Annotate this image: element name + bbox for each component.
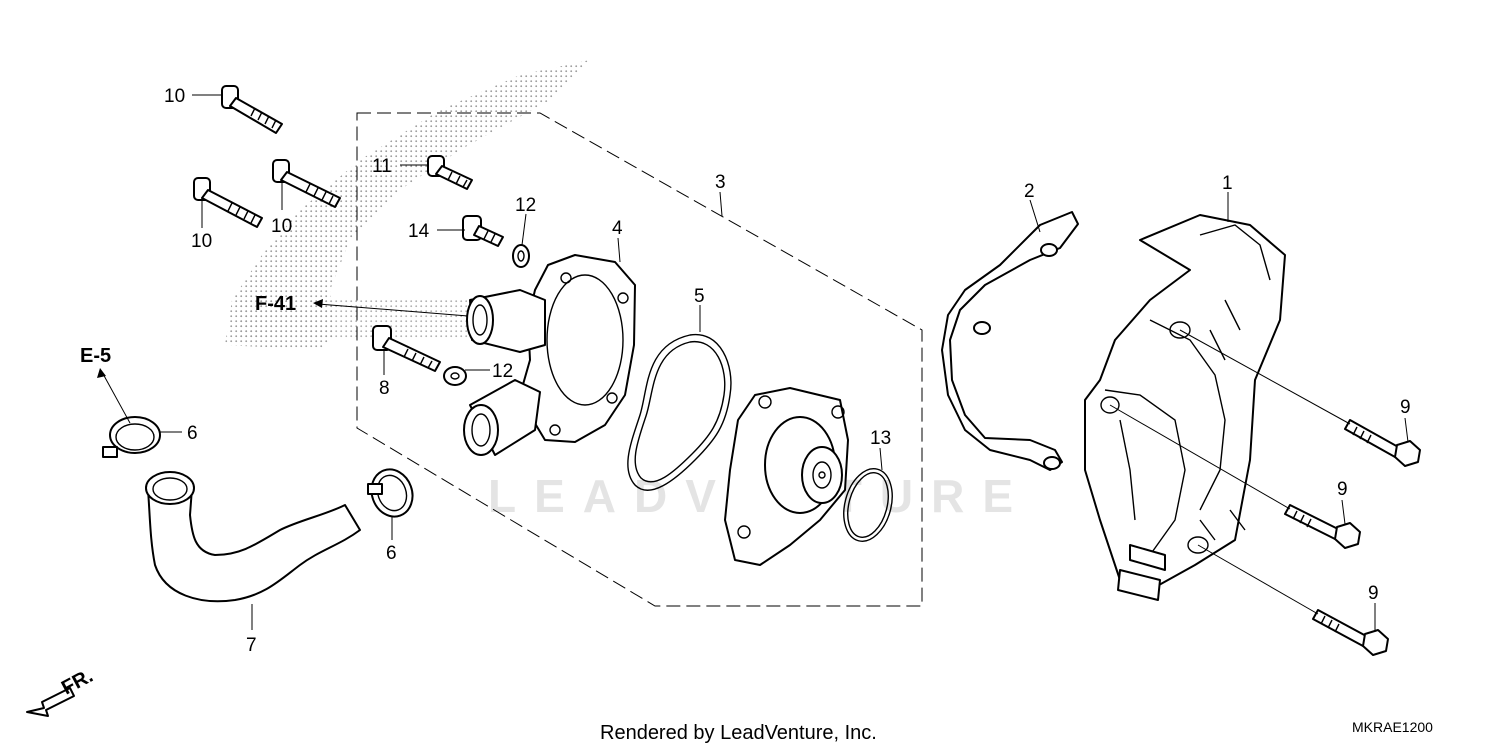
callout-3: 3 [715, 172, 726, 193]
clamp-6-lower[interactable] [365, 464, 419, 523]
callout-7: 7 [246, 635, 257, 656]
callout-1: 1 [1222, 173, 1233, 194]
washer-12-bottom[interactable] [443, 366, 467, 386]
bolt-10-mid[interactable] [272, 159, 341, 208]
callout-12-top: 12 [515, 195, 536, 216]
callout-10-top: 10 [164, 86, 185, 107]
callout-6-upper: 6 [187, 423, 198, 444]
callout-9-bottom: 9 [1368, 583, 1379, 604]
washer-12-top[interactable] [512, 244, 530, 268]
bolt-9-mid[interactable] [1284, 504, 1361, 549]
bolt-9-top[interactable] [1344, 419, 1421, 467]
oring-5[interactable] [627, 333, 732, 491]
callout-14: 14 [408, 221, 430, 242]
callout-8: 8 [379, 378, 390, 399]
callout-10-left: 10 [191, 231, 212, 252]
callout-10-mid: 10 [271, 216, 292, 237]
callout-4: 4 [612, 218, 623, 239]
callout-9-top: 9 [1400, 397, 1411, 418]
callout-9-mid: 9 [1337, 479, 1348, 500]
bolt-10-top[interactable] [221, 85, 283, 134]
diagram-code: MKRAE1200 [1352, 719, 1433, 735]
gasket-2[interactable] [941, 211, 1079, 471]
bolt-14[interactable] [462, 215, 504, 247]
clamp-6-upper[interactable] [102, 416, 161, 458]
leader-lines [97, 94, 1409, 632]
cover-1[interactable] [1084, 214, 1286, 601]
callout-6-lower: 6 [386, 543, 397, 564]
reference-e5[interactable]: E-5 [80, 345, 111, 367]
footer-credit: Rendered by LeadVenture, Inc. [600, 722, 877, 744]
pump-body[interactable] [724, 387, 849, 566]
oring-13[interactable] [836, 463, 900, 546]
stipple-background [225, 60, 590, 350]
callout-2: 2 [1024, 181, 1035, 202]
reference-f41[interactable]: F-41 [255, 293, 296, 315]
callout-11: 11 [372, 156, 392, 177]
bolt-11[interactable] [427, 155, 473, 190]
callout-5: 5 [694, 286, 705, 307]
hose-7[interactable] [145, 471, 361, 603]
pump-housing-4[interactable] [463, 254, 636, 456]
bolt-10-left[interactable] [193, 177, 263, 228]
callout-12-bottom: 12 [492, 361, 513, 382]
front-arrow [26, 687, 75, 717]
callout-13: 13 [870, 428, 891, 449]
bolt-9-bottom[interactable] [1312, 609, 1389, 656]
pump-assembly-outline [356, 112, 923, 607]
bolt-8[interactable] [372, 325, 441, 372]
